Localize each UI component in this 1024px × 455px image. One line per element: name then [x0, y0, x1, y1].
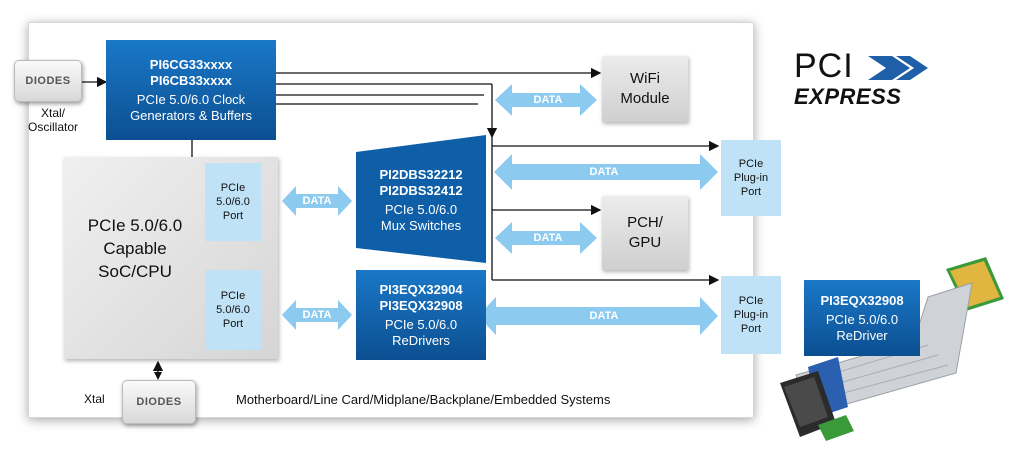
board-caption: Motherboard/Line Card/Midplane/Backplane… — [236, 392, 611, 407]
soc-line-1: PCIe 5.0/6.0 — [87, 216, 183, 235]
soc-port-bottom-label: PCIe 5.0/6.0 Port — [216, 290, 250, 330]
mux-desc-1: PCIe 5.0/6.0 — [384, 201, 458, 217]
redriver-part-2: PI3EQX32908 — [379, 297, 463, 313]
clock-desc-2: Generators & Buffers — [130, 107, 252, 123]
wifi-module-box: WiFi Module — [602, 56, 688, 122]
data-label-plugin-bottom: DATA — [589, 310, 619, 322]
redriver-part-1: PI3EQX32904 — [379, 281, 463, 297]
redriver-desc-1: PCIe 5.0/6.0 — [384, 316, 458, 332]
soc-cpu-label: PCIe 5.0/6.0 Capable SoC/CPU — [70, 214, 200, 283]
data-label-pch: DATA — [533, 232, 563, 244]
data-arrow-soc-mux — [282, 186, 352, 216]
ext-redriver-desc-1: PCIe 5.0/6.0 — [825, 311, 899, 327]
plugin-port-bottom: PCIe Plug-in Port — [721, 276, 781, 354]
ext-redriver-part: PI3EQX32908 — [820, 292, 904, 308]
clock-part-2: PI6CB33xxxx — [150, 72, 232, 88]
wifi-line-1: WiFi — [630, 70, 660, 87]
mux-part-1: PI2DBS32212 — [379, 166, 463, 182]
xtal-oscillator-label: Xtal/ Oscillator — [27, 106, 78, 134]
soc-port-top: PCIe 5.0/6.0 Port — [205, 163, 261, 241]
data-arrow-pch — [495, 222, 597, 254]
mux-part-2: PI2DBS32412 — [379, 182, 463, 198]
data-arrow-plugin-bottom — [478, 297, 718, 335]
logo-chevron-icon — [868, 56, 928, 80]
soc-line-3: SoC/CPU — [98, 262, 172, 281]
data-label-soc-redriver: DATA — [302, 309, 332, 321]
logo-pci-text: PCI — [794, 47, 854, 85]
logo-express-text: EXPRESS — [794, 84, 902, 109]
ext-redriver-desc-2: ReDriver — [836, 327, 888, 343]
plugin-port-top: PCIe Plug-in Port — [721, 140, 781, 216]
pch-gpu-box: PCH/ GPU — [602, 196, 688, 270]
pch-line-2: GPU — [628, 234, 662, 251]
pch-line-1: PCH/ — [627, 214, 663, 231]
oscillator-crystal-image: DIODES — [14, 60, 82, 102]
data-label-wifi: DATA — [533, 94, 563, 106]
redriver-box: PI3EQX32904 PI3EQX32908 PCIe 5.0/6.0 ReD… — [356, 270, 486, 360]
xtal-label: Xtal — [84, 392, 105, 406]
clock-part-1: PI6CG33xxxx — [149, 56, 233, 72]
crystal-brand-top: DIODES — [25, 75, 71, 87]
clock-desc-1: PCIe 5.0/6.0 Clock — [136, 91, 246, 107]
soc-port-top-label: PCIe 5.0/6.0 Port — [216, 182, 250, 222]
data-label-soc-mux: DATA — [302, 195, 332, 207]
mux-switch-shape — [356, 135, 486, 263]
data-label-plugin-top: DATA — [589, 166, 619, 178]
pci-express-logo: PCI EXPRESS — [794, 48, 944, 116]
plugin-port-top-label: PCIe Plug-in Port — [733, 158, 769, 198]
data-arrow-soc-redriver — [282, 300, 352, 330]
data-arrow-wifi — [495, 84, 597, 116]
soc-line-2: Capable — [103, 239, 167, 258]
data-arrow-plugin-top — [494, 154, 718, 190]
clock-generator-box: PI6CG33xxxx PI6CB33xxxx PCIe 5.0/6.0 Clo… — [106, 40, 276, 140]
soc-port-bottom: PCIe 5.0/6.0 Port — [205, 270, 261, 350]
xtal-crystal-image: DIODES — [122, 380, 196, 424]
external-redriver-box: PI3EQX32908 PCIe 5.0/6.0 ReDriver — [804, 280, 920, 356]
wifi-line-2: Module — [620, 90, 670, 107]
mux-desc-2: Mux Switches — [380, 217, 462, 233]
redriver-desc-2: ReDrivers — [392, 332, 450, 348]
mux-switch-box: PI2DBS32212 PI2DBS32412 PCIe 5.0/6.0 Mux… — [356, 150, 486, 250]
plugin-port-bottom-label: PCIe Plug-in Port — [733, 295, 769, 335]
crystal-brand-bottom: DIODES — [136, 396, 182, 408]
